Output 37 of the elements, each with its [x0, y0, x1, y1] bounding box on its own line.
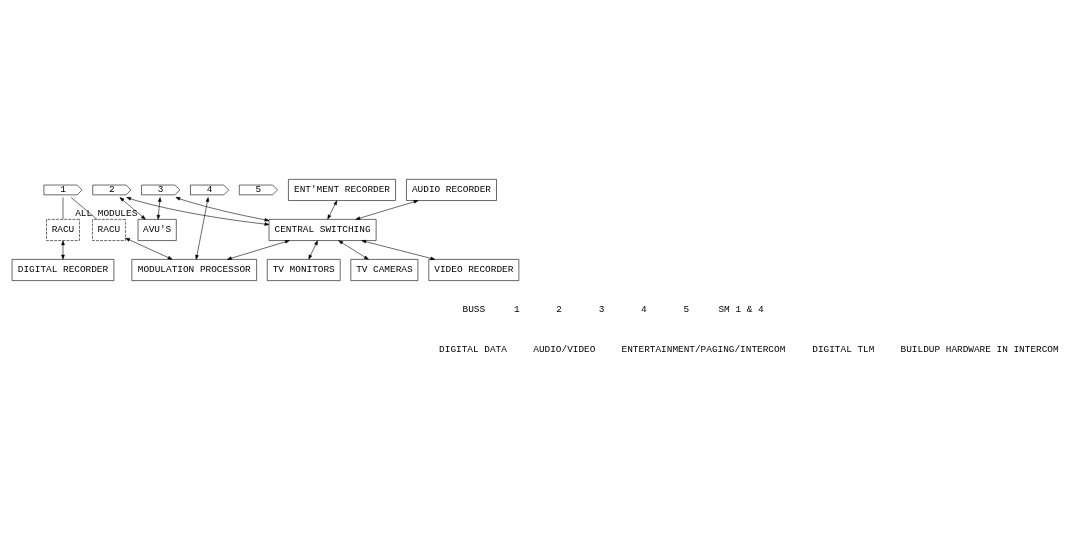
label: 1: [513, 304, 520, 316]
node-box: CENTRAL SWITCHING: [268, 219, 377, 241]
label: 5: [683, 304, 690, 316]
arrow: [175, 197, 270, 222]
legend-label: DIGITAL TLM: [812, 344, 875, 356]
arrow: [125, 237, 173, 260]
label: 3: [598, 304, 605, 316]
legend-label: DIGITAL DATA: [439, 344, 507, 356]
arrow: [338, 240, 369, 260]
label: 4: [641, 304, 647, 316]
arrow: [61, 240, 65, 260]
arrow: [227, 240, 290, 260]
arrow: [195, 197, 210, 260]
node-box: AUDIO RECORDER: [406, 179, 497, 201]
arrow: [126, 197, 270, 226]
arrow: [119, 197, 146, 220]
label: SM 1 & 4: [718, 304, 764, 316]
node-box: RACU: [46, 219, 80, 241]
legend-label: BUILDUP HARDWARE IN INTERCOM: [900, 344, 1059, 356]
node-box: TV CAMERAS: [350, 259, 419, 281]
arrow: [308, 240, 318, 260]
arrow: [156, 197, 162, 220]
legend-label: AUDIO/VIDEO: [533, 344, 596, 356]
arrow: [355, 200, 419, 220]
arrow: [327, 200, 338, 220]
node-label: ALL MODULES: [75, 208, 138, 220]
node-box: MODULATION PROCESSOR: [131, 259, 257, 281]
legend-label: ENTERTAINMENT/PAGING/INTERCOM: [621, 344, 786, 356]
label: BUSS: [462, 304, 486, 316]
node-box: VIDEO RECORDER: [428, 259, 520, 281]
node-box: TV MONITORS: [266, 259, 341, 281]
arrow: [361, 239, 436, 261]
node-box: RACU: [92, 219, 126, 241]
node-box: AVU'S: [137, 219, 177, 241]
node-box: ENT'MENT RECORDER: [288, 179, 396, 201]
node-box: DIGITAL RECORDER: [11, 259, 115, 281]
label: 2: [556, 304, 563, 316]
